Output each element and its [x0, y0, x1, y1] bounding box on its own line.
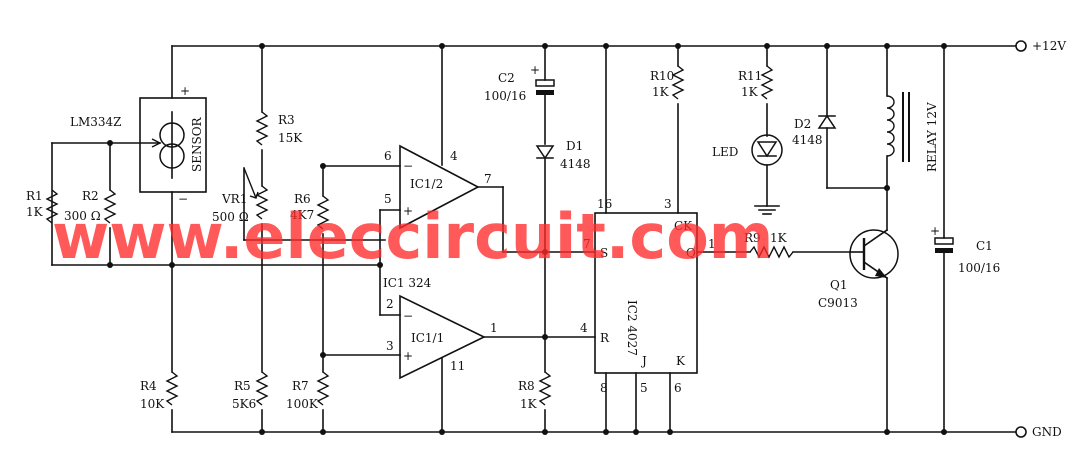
ic2-r: R	[600, 331, 610, 345]
ic1-1-pin2: 2	[386, 297, 394, 311]
r3-value: 15K	[278, 131, 303, 145]
r2-ref: R2	[82, 189, 99, 203]
vcc-label: +12V	[1032, 39, 1066, 53]
ic2-q: Q	[686, 246, 696, 260]
r11-ref: R11	[738, 69, 762, 83]
r6-ref: R6	[294, 192, 311, 206]
q1-ref: Q1	[830, 278, 847, 292]
vcc-terminal	[1015, 40, 1027, 52]
ic2-pin16: 16	[597, 197, 612, 211]
c1-value: 100/16	[958, 261, 1000, 275]
ic1-2-pin4: 4	[450, 149, 458, 163]
r10-value: 1K	[652, 85, 670, 99]
c1-ref: C1	[976, 239, 993, 253]
watermark: www.eleccircuit.com	[52, 200, 773, 273]
ic2-j: J	[640, 354, 647, 368]
ic2-label: IC2 4027	[625, 300, 639, 356]
op-amp-ic1-2	[379, 43, 596, 266]
ic2-pin3: 3	[664, 197, 672, 211]
sensor-block	[109, 45, 207, 266]
op-amp-ic1-1	[379, 264, 596, 435]
r9-resistor	[749, 245, 851, 259]
ic2-k: K	[676, 354, 686, 368]
r3-vr1-r5-ladder	[243, 43, 386, 435]
ic1-2-plus: +	[403, 204, 413, 218]
r4-value: 10K	[140, 397, 165, 411]
c1-capacitor	[934, 43, 954, 435]
sensor-part-label: LM334Z	[70, 115, 122, 129]
ic1-2-minus: −	[403, 159, 413, 173]
ic2-flipflop	[594, 43, 751, 435]
r1-ref: R1	[26, 189, 43, 203]
c1-plus: +	[930, 224, 940, 238]
r7-ref: R7	[292, 379, 309, 393]
ic1-1-pin1: 1	[490, 321, 498, 335]
relay-label: RELAY 12V	[925, 102, 939, 172]
q1-transistor	[849, 228, 899, 435]
vcc-rail	[171, 40, 1027, 52]
sensor-minus: −	[178, 192, 188, 206]
r3-ref: R3	[278, 113, 295, 127]
r10-ref: R10	[650, 69, 674, 83]
r7-value: 100K	[286, 397, 319, 411]
ic1-1-pin11: 11	[450, 359, 465, 373]
r4-resistor	[165, 262, 179, 433]
ic1-1-minus: −	[403, 309, 413, 323]
sensor-plus: +	[180, 84, 190, 98]
r10-resistor	[671, 43, 685, 214]
r6-value: 4K7	[290, 208, 314, 222]
ic1-1-pin3: 3	[386, 339, 394, 353]
r11-value: 1K	[741, 85, 759, 99]
c2-value: 100/16	[484, 89, 526, 103]
r9-value: 1K	[770, 231, 788, 245]
ic1-2-pin5: 5	[384, 192, 392, 206]
ic1-2-pin7: 7	[484, 172, 492, 186]
d2-ref: D2	[794, 117, 811, 131]
r2-value: 300 Ω	[64, 209, 101, 223]
r1-r2-network	[45, 140, 381, 268]
ic1-2-pin6: 6	[384, 149, 392, 163]
r5-ref: R5	[234, 379, 251, 393]
q1-value: C9013	[818, 296, 858, 310]
r1-value: 1K	[26, 205, 44, 219]
vr1-ref: VR1	[221, 192, 247, 206]
r8-ref: R8	[518, 379, 535, 393]
ic2-ck: CK	[674, 219, 693, 233]
ic2-pin6: 6	[674, 381, 682, 395]
d1-ref: D1	[566, 139, 583, 153]
sensor-label: SENSOR	[190, 116, 204, 172]
ic2-pin5: 5	[640, 381, 648, 395]
c2-d1-r8-branch	[535, 43, 555, 435]
d2-value: 4148	[792, 133, 823, 147]
gnd-terminal	[1015, 426, 1027, 438]
gnd-rail	[171, 426, 1027, 438]
ic1-1-plus: +	[403, 349, 413, 363]
r8-value: 1K	[520, 397, 538, 411]
vr1-value: 500 Ω	[212, 210, 249, 224]
d2-relay-branch	[817, 43, 910, 231]
r4-ref: R4	[140, 379, 157, 393]
r9-ref: R9	[744, 231, 761, 245]
led-label: LED	[712, 145, 738, 159]
c2-ref: C2	[498, 71, 515, 85]
r5-value: 5K6	[232, 397, 256, 411]
ic2-pin4: 4	[580, 321, 588, 335]
ic2-pin1: 1	[708, 237, 716, 251]
ic2-pin8: 8	[600, 381, 608, 395]
ic2-pin7: 7	[583, 237, 591, 251]
ic2-s: S	[600, 246, 608, 260]
gnd-label: GND	[1032, 425, 1062, 439]
ic1-label: IC1 324	[383, 276, 432, 290]
ic1-2-label: IC1/2	[410, 177, 443, 191]
ic1-1-label: IC1/1	[411, 331, 444, 345]
r6-r7-divider	[316, 163, 401, 435]
d1-value: 4148	[560, 157, 591, 171]
r11-led-branch	[751, 43, 783, 215]
c2-plus: +	[530, 63, 540, 77]
